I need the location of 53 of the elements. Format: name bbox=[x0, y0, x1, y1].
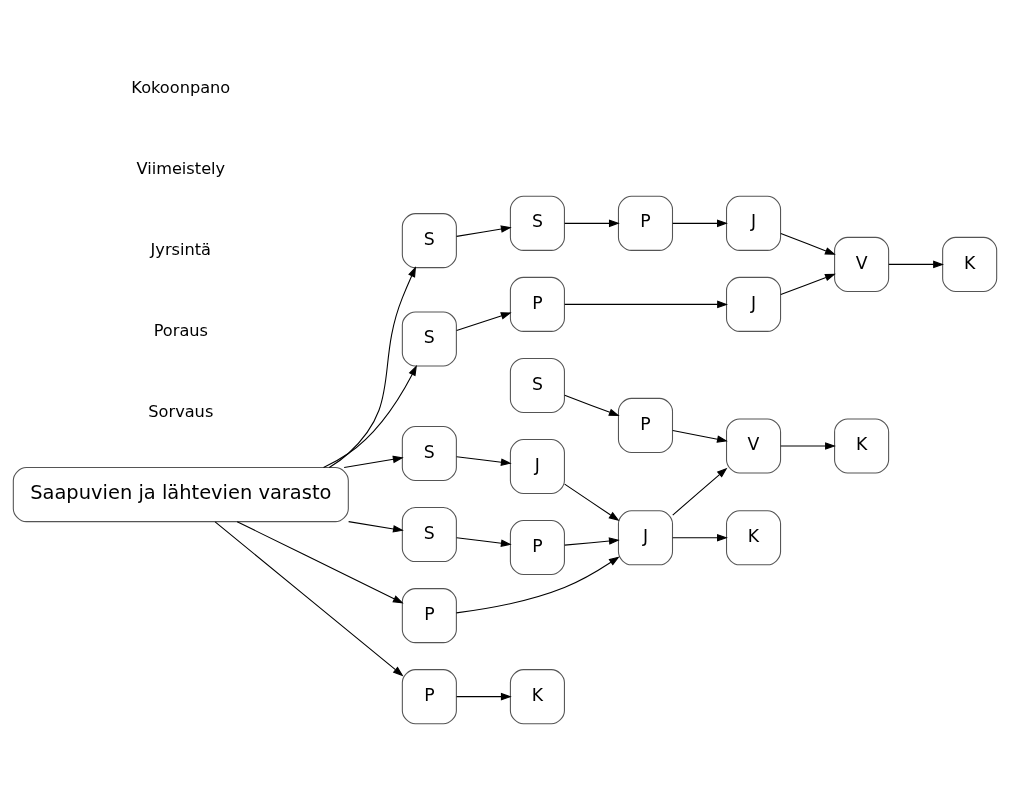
arrow bbox=[563, 300, 728, 308]
label: Viimeistely bbox=[135, 158, 225, 178]
node-box: P bbox=[509, 519, 565, 575]
node-box: S bbox=[509, 195, 565, 251]
arrow bbox=[671, 219, 728, 227]
arrow bbox=[343, 455, 404, 468]
node-box: S bbox=[401, 506, 457, 562]
node-box: K bbox=[833, 417, 889, 473]
arrow bbox=[779, 273, 836, 295]
arrow bbox=[322, 364, 417, 468]
arrow bbox=[779, 441, 836, 450]
arrow bbox=[328, 265, 416, 468]
arrow bbox=[236, 520, 404, 604]
arrow bbox=[455, 555, 620, 613]
label: Kokoonpano bbox=[130, 77, 230, 97]
node-box: P bbox=[617, 195, 673, 251]
label: Sorvaus bbox=[147, 401, 213, 421]
arrow bbox=[671, 467, 727, 516]
node-box: S bbox=[401, 425, 457, 481]
arrow bbox=[563, 219, 620, 227]
node-box: J bbox=[725, 276, 781, 332]
node-box: K bbox=[941, 236, 997, 292]
node-box: J bbox=[725, 195, 781, 251]
arrow bbox=[563, 483, 619, 521]
node-box: S bbox=[509, 357, 565, 413]
node-box: V bbox=[725, 417, 781, 473]
arrow bbox=[455, 455, 512, 466]
node-box: P bbox=[509, 276, 565, 332]
label: Poraus bbox=[153, 320, 208, 340]
arrow bbox=[563, 536, 620, 546]
node-box: S bbox=[401, 310, 457, 367]
arrow bbox=[455, 536, 512, 547]
arrow bbox=[563, 394, 620, 416]
node-box: P bbox=[401, 587, 457, 643]
node-box: P bbox=[401, 668, 457, 724]
node-box: J bbox=[509, 438, 565, 494]
arrow bbox=[671, 429, 728, 443]
node-box: V bbox=[833, 236, 889, 292]
arrow bbox=[347, 520, 404, 533]
node-box: S bbox=[401, 212, 457, 268]
arrow bbox=[887, 260, 944, 268]
node-box: K bbox=[509, 668, 565, 724]
arrow bbox=[779, 232, 836, 255]
arrow bbox=[455, 224, 512, 237]
label: Jyrsintä bbox=[150, 239, 211, 259]
node-box: Saapuvien ja lähtevien varasto bbox=[12, 466, 349, 522]
arrow bbox=[455, 692, 512, 700]
arrow bbox=[214, 520, 404, 676]
arrow bbox=[671, 533, 728, 542]
node-box: P bbox=[617, 397, 673, 453]
node-box: K bbox=[725, 509, 781, 565]
arrow bbox=[455, 311, 512, 331]
node-box: J bbox=[617, 509, 673, 565]
